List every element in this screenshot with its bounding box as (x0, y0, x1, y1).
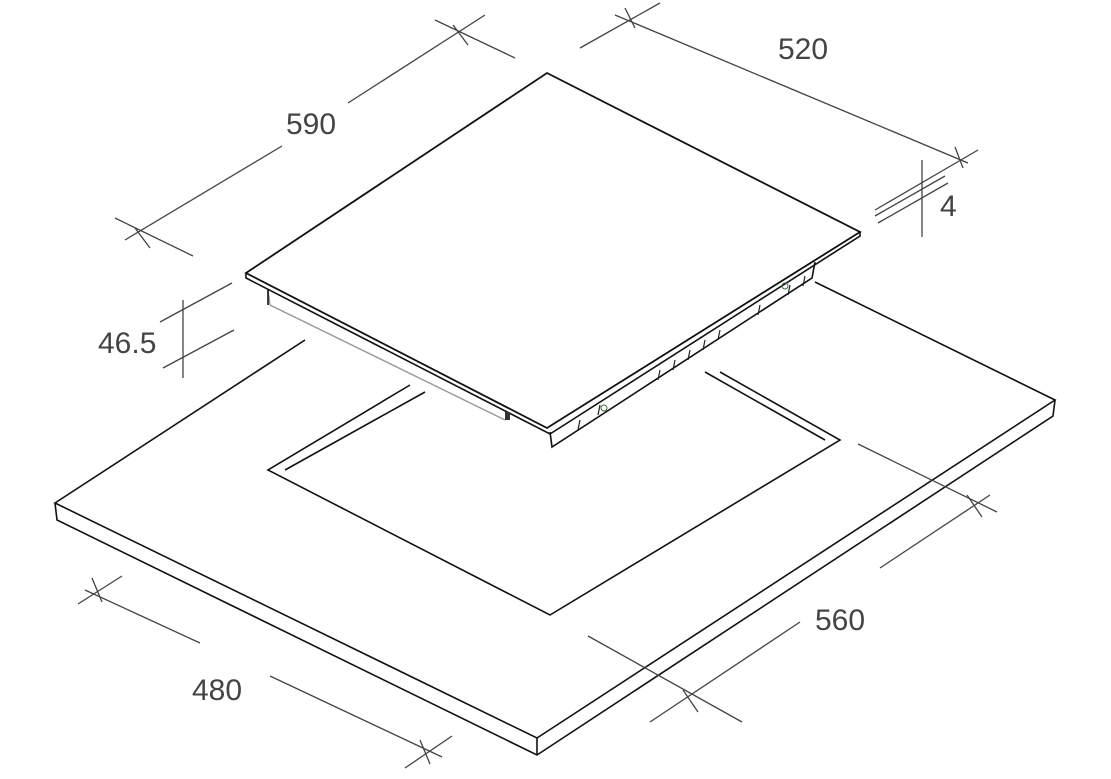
dimension-label-46-5: 46.5 (98, 327, 156, 360)
hob (244, 71, 862, 449)
dimension-label-590: 590 (286, 108, 336, 141)
dimension-label-520: 520 (778, 33, 828, 66)
dimension-glass-thickness: 4 (874, 160, 957, 237)
dimension-hob-width: 590 (114, 14, 516, 257)
dimension-hob-depth: 520 (579, 2, 979, 211)
countertop-cutout (266, 371, 842, 616)
dimension-label-480: 480 (192, 674, 242, 707)
dimension-label-560: 560 (815, 604, 865, 637)
dimension-label-4: 4 (940, 190, 957, 223)
countertop (53, 281, 1057, 756)
dimension-cutout-width: 560 (587, 443, 998, 723)
dimension-cutout-depth: 480 (77, 575, 453, 769)
dimension-hob-height: 46.5 (98, 282, 235, 378)
